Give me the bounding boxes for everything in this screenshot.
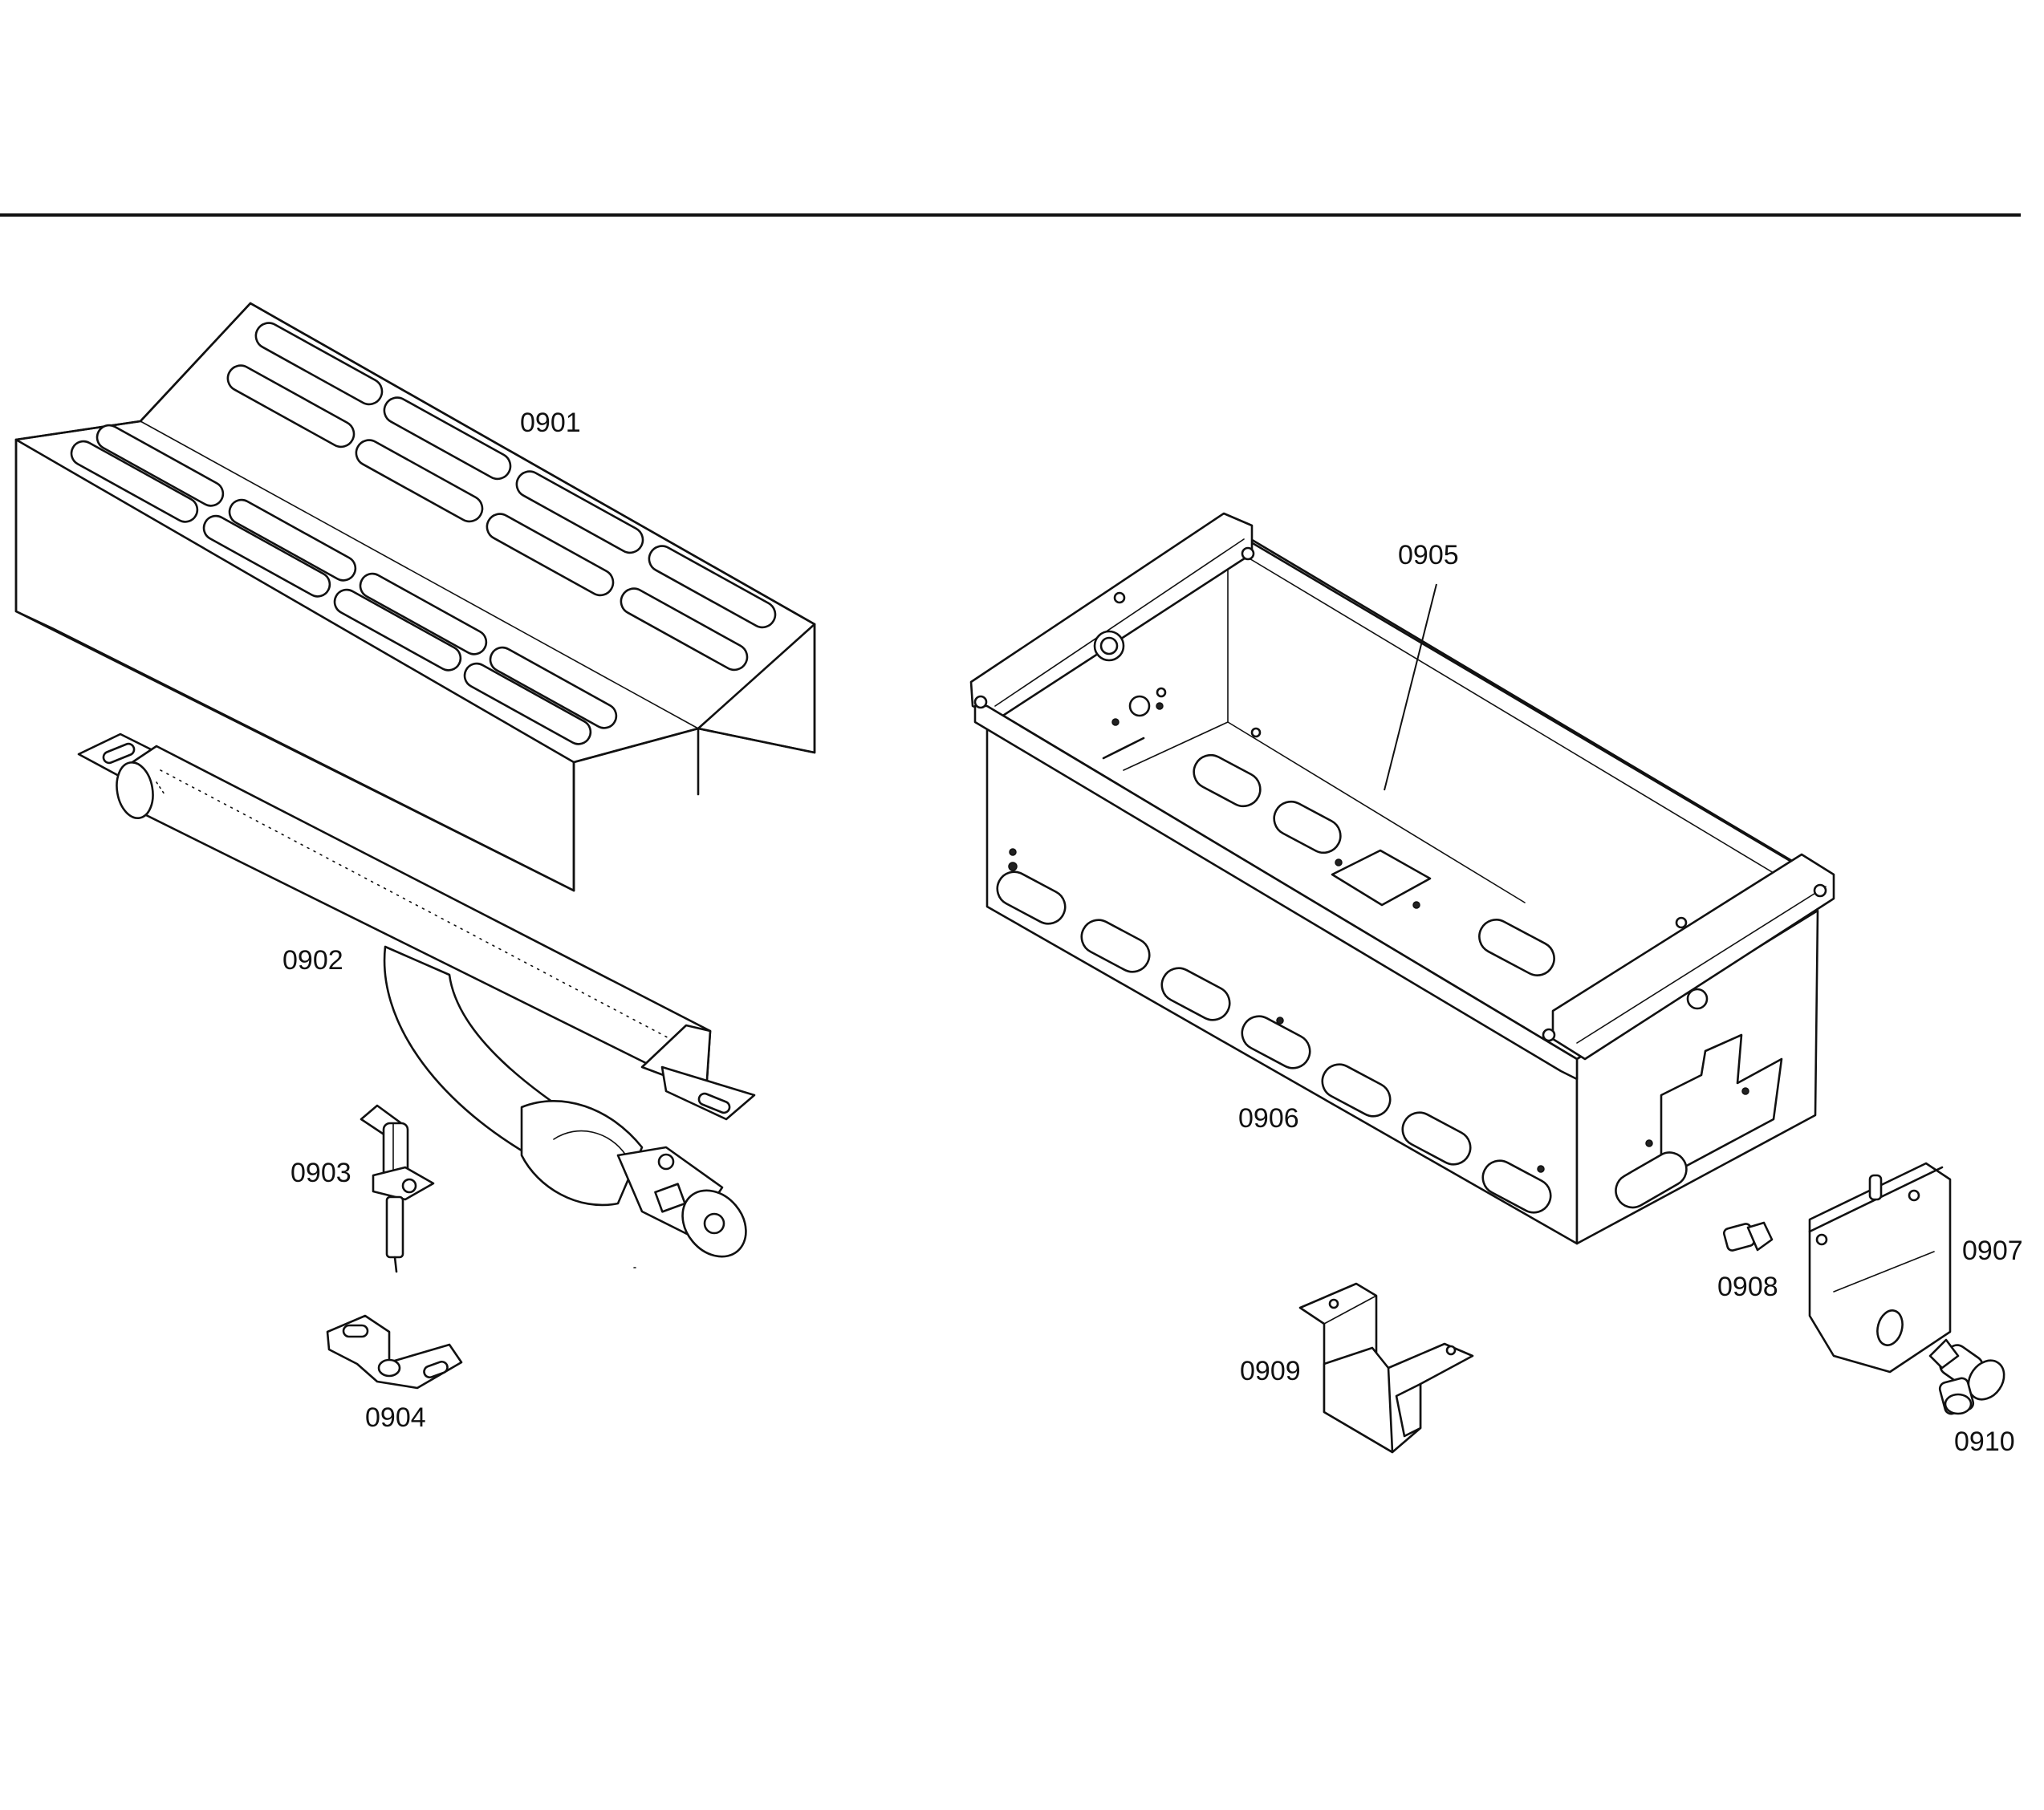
- part-0904-bracket: [326, 1314, 463, 1390]
- part-0903-electrode: [360, 1104, 435, 1273]
- label-0908: 0908: [1717, 1272, 1778, 1302]
- label-0906: 0906: [1238, 1103, 1299, 1134]
- part-0909-shield: [1298, 1282, 1474, 1454]
- part-0907-valve-bracket: [1808, 1162, 1952, 1374]
- label-0909: 0909: [1240, 1356, 1301, 1386]
- part-0908-orifice: [1723, 1221, 1774, 1252]
- leader-0905: [1384, 583, 1437, 791]
- part-0906-firebox: [969, 512, 1835, 1245]
- label-0910: 0910: [1954, 1426, 2015, 1457]
- label-0907: 0907: [1962, 1236, 2023, 1266]
- label-0905: 0905: [1398, 540, 1459, 570]
- label-0903: 0903: [291, 1158, 352, 1188]
- label-0902: 0902: [282, 945, 343, 976]
- part-0902-burner-tube: [77, 733, 756, 1268]
- part-0901-heat-shield: [14, 302, 816, 892]
- part-0910-valve: [1928, 1338, 2005, 1415]
- label-0904: 0904: [365, 1402, 426, 1433]
- label-0901: 0901: [520, 408, 581, 438]
